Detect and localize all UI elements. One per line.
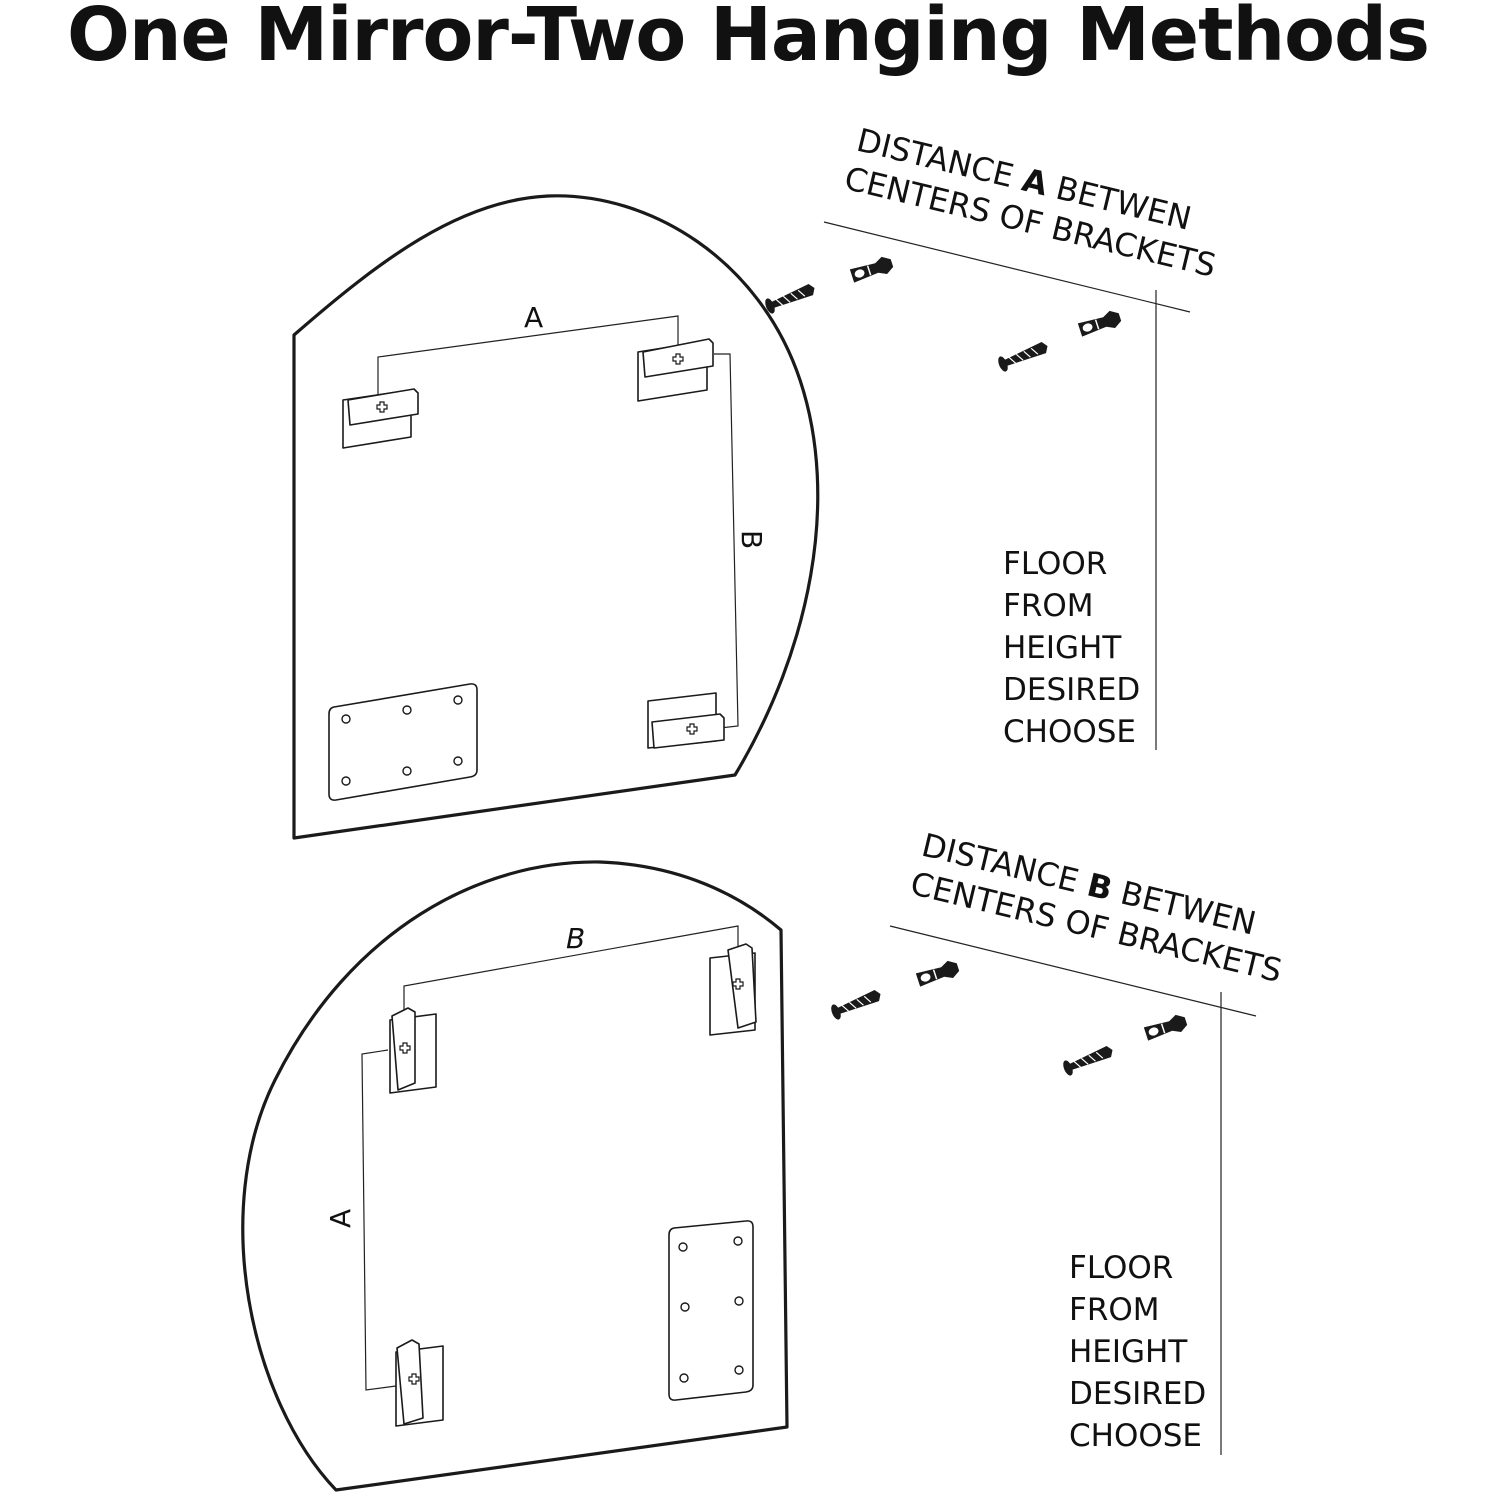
screw-icon xyxy=(762,280,819,316)
screw-icon xyxy=(995,338,1052,374)
hardware-top xyxy=(762,253,1124,374)
mirror-top: A B xyxy=(292,194,820,840)
wall-anchor-icon xyxy=(848,253,896,286)
dimension-line-vertical-top xyxy=(714,353,739,729)
hardware-bottom xyxy=(828,957,1190,1078)
dimension-label-b-top: B xyxy=(735,530,768,549)
height-note-bottom-line: FLOOR xyxy=(1069,1250,1173,1286)
height-note-top-line: FLOOR xyxy=(1003,546,1107,582)
mounting-plate-top xyxy=(328,683,478,801)
bracket-top-left xyxy=(342,388,419,449)
bracket-bottom-right-top-mirror xyxy=(647,692,725,749)
mirror-bottom-outline xyxy=(241,860,789,1492)
wall-anchor-icon xyxy=(1076,307,1124,340)
mirror-bottom: B A xyxy=(241,860,789,1492)
bracket-bottom-lower-left xyxy=(395,1339,444,1427)
dimension-line-horizontal-bottom xyxy=(403,925,739,1012)
bracket-bottom-upper-right xyxy=(709,943,757,1036)
dimension-label-a-top: A xyxy=(524,301,543,334)
dimension-label-b-bottom: B xyxy=(566,922,585,955)
mounting-plate-bottom xyxy=(668,1220,754,1401)
screw-icon xyxy=(1060,1042,1117,1078)
height-note-bottom-line: HEIGHT xyxy=(1069,1334,1188,1370)
height-note-top-line: DESIRED xyxy=(1003,672,1140,708)
wall-anchor-icon xyxy=(914,957,962,990)
bracket-bottom-upper-left xyxy=(389,1007,437,1094)
bracket-guide-line-top xyxy=(823,221,1191,313)
screw-icon xyxy=(828,986,885,1022)
page-title: One Mirror-Two Hanging Methods xyxy=(66,0,1430,78)
wall-anchor-icon xyxy=(1142,1011,1190,1044)
height-note-top-line: FROM xyxy=(1003,588,1094,624)
dimension-line-horizontal-top xyxy=(377,315,679,398)
bracket-guide-line-bottom xyxy=(889,925,1257,1017)
bracket-top-right xyxy=(637,338,714,402)
height-note-bottom-line: DESIRED xyxy=(1069,1376,1206,1412)
height-note-top-line: HEIGHT xyxy=(1003,630,1122,666)
dimension-line-vertical-bottom xyxy=(361,1049,397,1391)
distance-note-bottom: DISTANCE B BETWEN CENTERS OF BRACKETS xyxy=(907,826,1286,990)
height-note-bottom: FLOOR FROM HEIGHT DESIRED CHOOSE xyxy=(1069,1250,1206,1454)
height-note-bottom-line: CHOOSE xyxy=(1069,1418,1202,1454)
distance-note-top: DISTANCE A BETWEN CENTERS OF BRACKETS xyxy=(841,121,1220,285)
dimension-label-a-bottom: A xyxy=(324,1209,357,1228)
height-note-top: FLOOR FROM HEIGHT DESIRED CHOOSE xyxy=(1003,546,1140,750)
height-note-bottom-line: FROM xyxy=(1069,1292,1160,1328)
height-note-top-line: CHOOSE xyxy=(1003,714,1136,750)
